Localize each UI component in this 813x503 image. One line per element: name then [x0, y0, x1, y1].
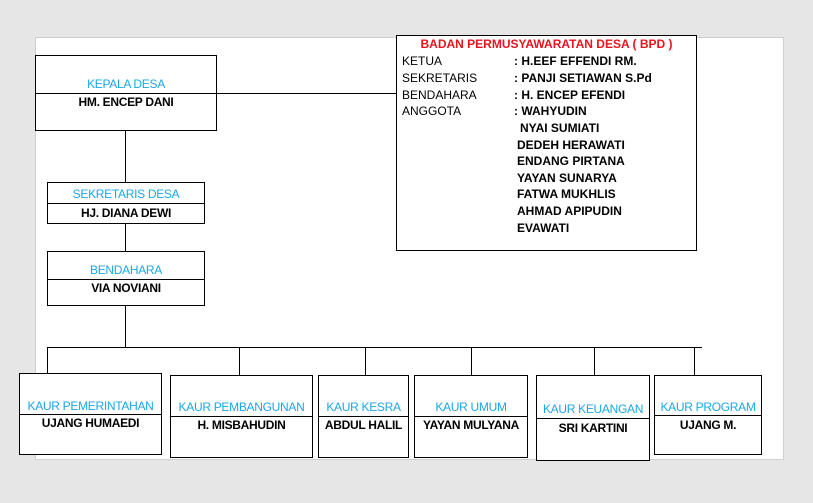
bpd-member: DEDEH HERAWATI [517, 138, 625, 152]
divider [20, 414, 161, 415]
connector-line [239, 347, 240, 375]
person-name: YAYAN MULYANA [423, 418, 519, 432]
divider [36, 93, 216, 94]
person-name: VIA NOVIANI [91, 281, 161, 295]
bpd-value: : WAHYUDIN [514, 104, 587, 118]
connector-line [125, 223, 126, 251]
position-title: KAUR PEMERINTAHAN [27, 399, 154, 413]
position-title: KAUR KEUANGAN [542, 402, 644, 416]
bpd-member: ENDANG PIRTANA [517, 154, 625, 168]
divider [319, 416, 408, 417]
person-name: H. MISBAHUDIN [197, 418, 286, 432]
connector-line [365, 347, 366, 375]
kaur-pembangunan-box: KAUR PEMBANGUNAN H. MISBAHUDIN [170, 375, 313, 458]
bpd-label: ANGGOTA [402, 104, 462, 118]
bpd-member: YAYAN SUNARYA [517, 171, 617, 185]
connector-line [694, 347, 695, 375]
person-name: UJANG M. [679, 418, 737, 432]
position-title: KAUR PEMBANGUNAN [178, 400, 305, 414]
kaur-umum-box: KAUR UMUM YAYAN MULYANA [414, 375, 528, 458]
connector-line [125, 130, 126, 182]
kaur-keuangan-box: KAUR KEUANGAN SRI KARTINI [536, 375, 650, 461]
person-name: HJ. DIANA DEWI [80, 206, 172, 220]
bpd-member: FATWA MUKHLIS [517, 187, 616, 201]
position-title: KAUR PROGRAM [660, 400, 756, 414]
position-title: KAUR KESRA [326, 400, 401, 414]
divider [537, 418, 649, 419]
divider [48, 279, 204, 280]
person-name: HM. ENCEP DANI [78, 95, 174, 109]
bpd-value: : H.EEF EFFENDI RM. [514, 54, 637, 68]
bpd-value: : H. ENCEP EFENDI [514, 88, 626, 102]
position-title: BENDAHARA [90, 263, 162, 277]
connector-line [594, 347, 595, 375]
bendahara-box: BENDAHARA VIA NOVIANI [47, 251, 205, 306]
connector-line [47, 347, 702, 348]
bpd-label: BENDAHARA [402, 88, 477, 102]
divider [48, 203, 204, 204]
divider [415, 416, 527, 417]
divider [171, 416, 312, 417]
bpd-label: KETUA [402, 54, 443, 68]
kaur-program-box: KAUR PROGRAM UJANG M. [654, 375, 762, 455]
bpd-member: EVAWATI [517, 221, 570, 235]
bpd-box: BADAN PERMUSYAWARATAN DESA ( BPD ) KETUA… [396, 35, 697, 251]
connector-line [47, 347, 48, 373]
divider [655, 415, 761, 416]
person-name: SRI KARTINI [558, 421, 628, 435]
person-name: ABDUL HALIL [324, 418, 403, 432]
position-title: KAUR UMUM [435, 400, 507, 414]
bpd-member: NYAI SUMIATI [520, 121, 600, 135]
person-name: UJANG HUMAEDI [41, 416, 140, 430]
bpd-label: SEKRETARIS [402, 71, 478, 85]
connector-line [471, 347, 472, 375]
bpd-member: AHMAD APIPUDIN [517, 204, 622, 218]
connector-line [216, 93, 396, 94]
bpd-value: : PANJI SETIAWAN S.Pd [514, 71, 652, 85]
kaur-pemerintahan-box: KAUR PEMERINTAHAN UJANG HUMAEDI [19, 373, 162, 455]
position-title: SEKRETARIS DESA [72, 187, 180, 201]
sekretaris-desa-box: SEKRETARIS DESA HJ. DIANA DEWI [47, 182, 205, 224]
kaur-kesra-box: KAUR KESRA ABDUL HALIL [318, 375, 409, 458]
connector-line [125, 305, 126, 347]
kepala-desa-box: KEPALA DESA HM. ENCEP DANI [35, 55, 217, 131]
bpd-title: BADAN PERMUSYAWARATAN DESA ( BPD ) [420, 37, 673, 51]
position-title: KEPALA DESA [87, 77, 165, 91]
